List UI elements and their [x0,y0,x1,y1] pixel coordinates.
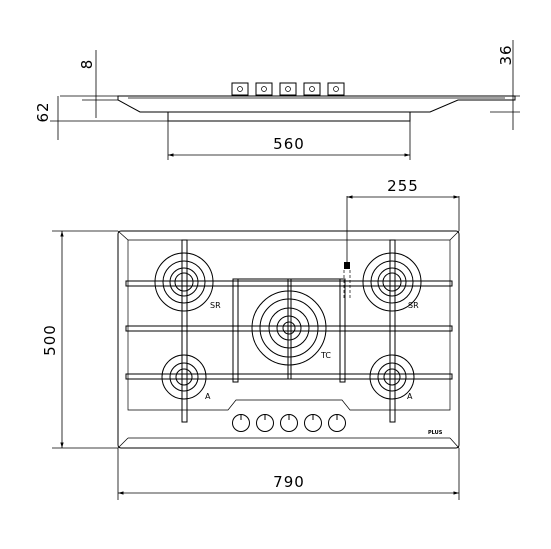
dim-790-label: 790 [273,473,305,491]
burner-bottom-left-label: A [205,392,211,401]
control-knobs [232,414,346,432]
burner-top-left: SR [154,252,221,312]
pan-support-grates [125,239,453,423]
side-knobs [231,82,345,96]
hob-frame [117,230,460,449]
top-view: SR SR TC A A [41,177,460,500]
dim-62-label: 62 [34,101,52,122]
dim-255-label: 255 [387,177,419,195]
brand-logo: PLUS [428,430,443,436]
dim-255: 255 [346,177,460,262]
burner-bottom-right: A [369,354,415,401]
hob-body [167,111,411,122]
burner-top-left-label: SR [210,301,221,310]
dim-8: 8 [60,50,118,118]
dim-790: 790 [117,448,460,500]
dim-560-label: 560 [273,135,305,153]
dim-36: 36 [440,40,520,130]
dim-560: 560 [167,121,411,160]
dim-500-label: 500 [41,324,59,356]
burner-top-right: SR [362,252,422,312]
hob-inner-tray [127,239,451,411]
dim-8-label: 8 [78,59,96,70]
burner-top-right-label: SR [408,301,419,310]
burner-bottom-right-label: A [407,392,413,401]
burner-center: TC [251,290,331,366]
side-view: 8 62 36 560 [34,40,520,160]
dim-36-label: 36 [497,44,515,65]
dim-62: 62 [34,96,168,140]
burner-bottom-left: A [161,354,211,401]
gas-inlet [343,262,351,298]
dim-500: 500 [41,230,118,449]
burner-center-label: TC [320,351,331,360]
hob-top-plate [117,95,516,113]
